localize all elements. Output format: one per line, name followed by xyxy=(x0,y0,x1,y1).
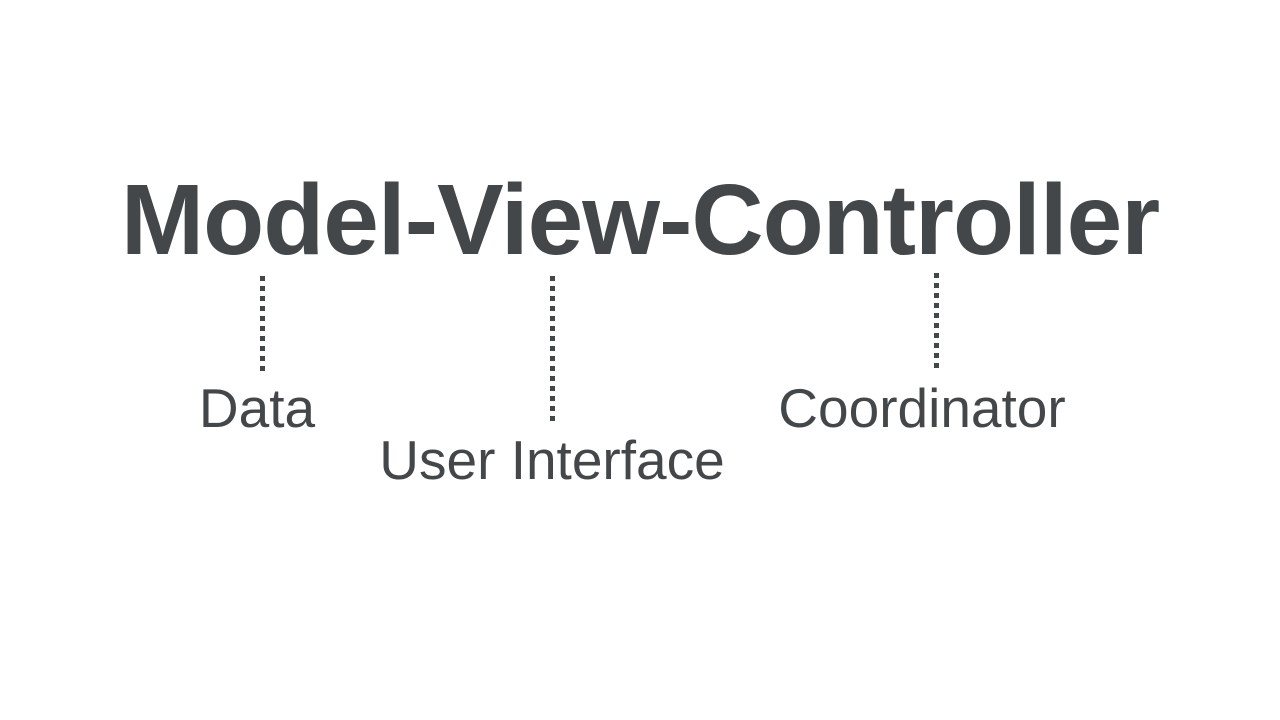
page-title: Model-View-Controller xyxy=(120,164,1160,276)
dotted-connector-model xyxy=(260,276,265,371)
annotation-label-view: User Interface xyxy=(379,429,725,491)
annotation-label-controller: Coordinator xyxy=(778,377,1066,439)
annotation-label-model: Data xyxy=(198,377,316,439)
dotted-connector-controller xyxy=(934,273,939,368)
dotted-connector-view xyxy=(550,276,555,421)
